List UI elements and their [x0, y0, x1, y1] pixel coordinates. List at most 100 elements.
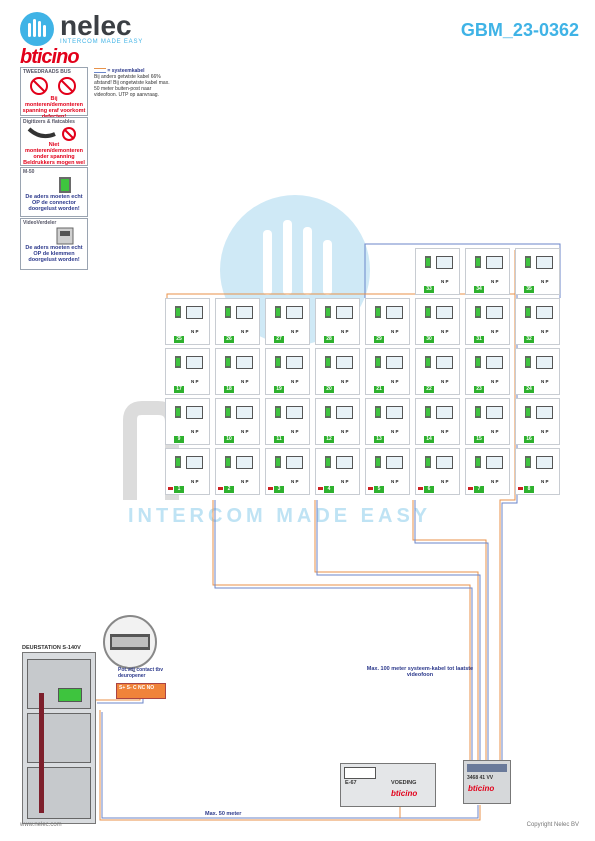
note-m50: M-50 De aders moeten echt OP de connecto…	[20, 167, 88, 217]
door-station-panel	[22, 652, 96, 824]
unit-number: 22	[424, 386, 434, 393]
unit-number: 32	[524, 336, 534, 343]
unit-number: 1	[174, 486, 184, 493]
note-digitizers: Digitizers & flatcables Niet monteren/de…	[20, 117, 88, 166]
connector-icon	[59, 177, 71, 193]
unit-number: 5	[374, 486, 384, 493]
unit-number: 30	[424, 336, 434, 343]
note-title: M-50	[23, 169, 35, 175]
terminal-labels: S+ S- C NC NO	[119, 685, 155, 691]
door-opener-terminal: S+ S- C NC NO	[116, 683, 166, 699]
note-videoverdeler: VideoVerdeler De aders moeten echt OP de…	[20, 218, 88, 270]
unit-number: 17	[174, 386, 184, 393]
document-id: GBM_23-0362	[460, 20, 579, 40]
unit-number: 20	[324, 386, 334, 393]
power-supply-bticino-logo: bticino	[391, 789, 418, 798]
nelec-logo: nelec INTERCOM MADE EASY	[20, 12, 143, 46]
bticino-logo: bticino	[20, 46, 80, 68]
system-cable-text: Bij anders getwiste kabel 66% afstand! B…	[94, 74, 170, 98]
note-text: De aders moeten echt OP de klemmen doorg…	[25, 245, 83, 263]
note-text: De aders moeten echt OP de connector doo…	[25, 194, 83, 212]
power-supply: E-67 VOEDING bticino	[340, 763, 436, 807]
unit-number: 24	[524, 386, 534, 393]
unit-number: 15	[474, 436, 484, 443]
distributor-bticino-logo: bticino	[468, 784, 495, 793]
magnifier-connector-icon	[103, 615, 157, 672]
unit-number: 21	[374, 386, 384, 393]
unit-number: 3	[274, 486, 284, 493]
no-voltage-icon	[30, 77, 76, 95]
unit-number: 29	[374, 336, 384, 343]
unit-number: 4	[324, 486, 334, 493]
system-cable-legend: = systeemkabel Bij anders getwiste kabel…	[94, 68, 172, 98]
unit-number: 27	[274, 336, 284, 343]
unit-number: 8	[524, 486, 534, 493]
unit-number: 11	[274, 436, 284, 443]
unit-number: 9	[174, 436, 184, 443]
unit-number: 18	[224, 386, 234, 393]
unit-number: 14	[424, 436, 434, 443]
unit-number: 33	[424, 286, 434, 293]
unit-number: 2	[224, 486, 234, 493]
note-text: Niet monteren/demonteren onder spanning …	[23, 142, 85, 166]
video-distributor-icon	[56, 227, 74, 245]
nelec-logo-icon	[20, 12, 54, 46]
note-title: TWEEDRAADS BUS	[23, 69, 71, 75]
distributor-code: 3468 41 VV	[467, 775, 494, 781]
unit-number: 16	[524, 436, 534, 443]
footer-copyright: Copyright Nelec BV	[526, 822, 579, 828]
max-50m-annotation: Max. 50 meter	[205, 811, 242, 817]
pot-free-label: Pot.vrij contact tbv deuropener	[118, 667, 164, 679]
watermark-tagline: INTERCOM MADE EASY	[128, 505, 432, 527]
unit-number: 28	[324, 336, 334, 343]
unit-number: 34	[474, 286, 484, 293]
unit-number: 31	[474, 336, 484, 343]
unit-number: 12	[324, 436, 334, 443]
note-title: VideoVerdeler	[23, 220, 57, 226]
unit-number: 26	[224, 336, 234, 343]
unit-number: 35	[524, 286, 534, 293]
unit-number: 13	[374, 436, 384, 443]
footer-website: www.nelec.com	[20, 822, 62, 828]
door-station-connector	[58, 688, 82, 702]
unit-number: 19	[274, 386, 284, 393]
brand-name: nelec	[60, 10, 132, 41]
unit-number: 10	[224, 436, 234, 443]
unit-number: 23	[474, 386, 484, 393]
brand-tagline: INTERCOM MADE EASY	[60, 39, 144, 45]
power-supply-label: VOEDING	[391, 780, 417, 786]
system-cable-label: = systeemkabel	[107, 68, 145, 74]
unit-number: 7	[474, 486, 484, 493]
